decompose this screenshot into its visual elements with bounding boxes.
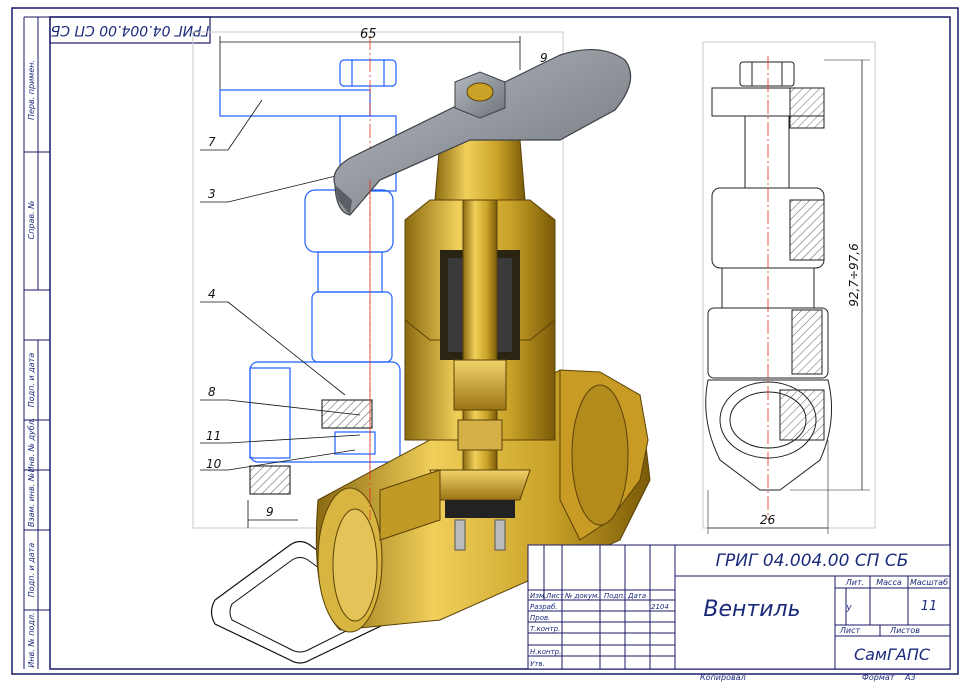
changes-list: Лист [545, 592, 565, 600]
leaders [200, 99, 361, 471]
dim-26: 26 [760, 513, 776, 527]
leader-7: 7 [208, 135, 216, 149]
leader-9: 9 [540, 51, 548, 65]
footer-copied: Копировал [700, 673, 746, 682]
strip-cell-3: Подп. и дата [27, 353, 36, 408]
strip-cell-7: Инв. № подл. [27, 612, 36, 667]
changes-doc: № докум. [564, 592, 600, 600]
role-ncontrol: Н.контр. [530, 648, 561, 656]
rotated-stamp-text: ГРИГ 04.004.00 СП СБ [51, 22, 210, 38]
dim-height-right: 92,7÷97,6 [847, 243, 861, 307]
rotated-stamp: ГРИГ 04.004.00 СП СБ [49, 16, 211, 44]
changes-sign: Подп. [604, 592, 625, 600]
strip-cell-6: Подп. и дата [27, 543, 36, 598]
footer-format: Формат [862, 673, 895, 682]
date-value: 2104 [651, 603, 669, 611]
role-developer: Разраб. [530, 603, 558, 611]
role-checker: Пров. [530, 614, 550, 622]
strip-cell-5: Взам. инв. № [27, 473, 36, 527]
strip-cell-1: Перв. примен. [27, 60, 36, 120]
header-scale: Масштаб [910, 578, 948, 587]
leader-11: 11 [206, 429, 221, 443]
changes-izm: Изм. [530, 592, 546, 600]
role-approved: Утв. [530, 660, 545, 668]
dim-65: 65 [360, 27, 377, 42]
side-view-drawing [702, 41, 876, 534]
leader-4: 4 [208, 287, 216, 301]
header-sheets: Листов [889, 626, 920, 635]
dim-9: 9 [266, 505, 274, 519]
designation: ГРИГ 04.004.00 СП СБ [716, 551, 909, 571]
header-sheet: Лист [839, 626, 861, 635]
changes-date: Дата [627, 592, 646, 600]
organization: СамГАПС [854, 645, 931, 664]
leader-3: 3 [208, 187, 216, 201]
title-block [527, 544, 951, 670]
header-mass: Масса [876, 578, 902, 587]
role-tcontrol: Т.контр. [530, 625, 560, 633]
footer-format-value: А3 [904, 673, 916, 682]
valve-3d-render [315, 48, 651, 633]
header-lit: Лит. [845, 578, 864, 587]
sheet-frame [11, 7, 959, 675]
strip-cell-2: Справ. № [27, 201, 36, 240]
strip-cell-4: Инв. № дубл. [27, 418, 36, 473]
leader-10: 10 [206, 457, 222, 471]
product-name: Вентиль [703, 597, 800, 622]
leader-8: 8 [208, 385, 216, 399]
side-strip: Перв. примен. Справ. № Подп. и дата Инв.… [23, 16, 50, 669]
scale-value: 11 [921, 599, 938, 614]
lit-value: у [845, 603, 852, 613]
